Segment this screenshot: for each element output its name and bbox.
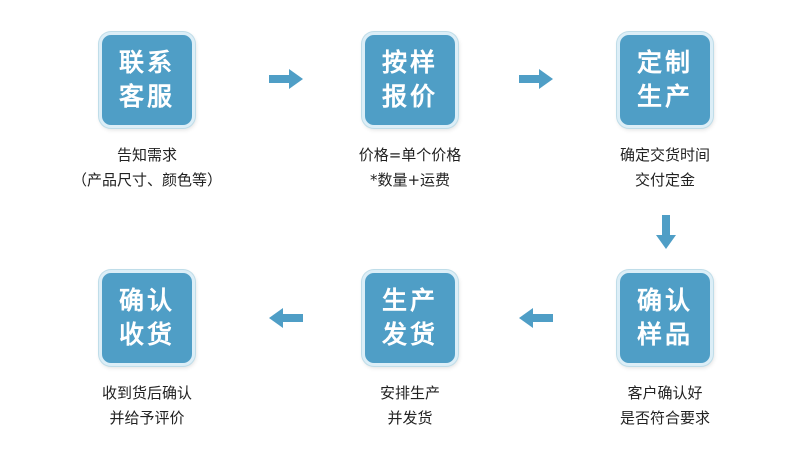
step-produce-ship-box: 生产 发货: [362, 270, 458, 366]
step-desc-line: 交付定金: [634, 171, 695, 189]
step-title-line: 收货: [118, 320, 175, 349]
step-desc-line: 并给予评价: [109, 409, 185, 427]
step-title-line: 报价: [381, 82, 438, 111]
step-desc-line: 收到货后确认: [101, 384, 192, 402]
step-title-line: 生产: [636, 82, 693, 111]
step-title-line: 客服: [118, 82, 175, 111]
step-desc-line: （产品尺寸、颜色等）: [71, 171, 222, 189]
step-custom-production-desc: 确定交货时间 交付定金: [555, 143, 775, 193]
step-title-line: 定制: [636, 48, 693, 77]
step-contact-service-box: 联系 客服: [99, 32, 195, 128]
step-desc-line: 告知需求: [116, 146, 177, 164]
step-confirm-sample-desc: 客户确认好 是否符合要求: [555, 381, 775, 431]
step-confirm-receipt-desc: 收到货后确认 并给予评价: [37, 381, 257, 431]
step-desc-line: 安排生产: [379, 384, 440, 402]
step-quote-box: 按样 报价: [362, 32, 458, 128]
step-desc-line: 价格=单个价格: [358, 146, 462, 164]
step-quote-desc: 价格=单个价格 *数量+运费: [300, 143, 520, 193]
step-confirm-receipt-box: 确认 收货: [99, 270, 195, 366]
arrow-right-icon: [269, 69, 303, 89]
step-title-line: 确认: [636, 286, 693, 315]
step-desc-line: 是否符合要求: [619, 409, 710, 427]
arrow-left-icon: [519, 308, 553, 328]
arrow-right-icon: [519, 69, 553, 89]
step-title-line: 按样: [381, 48, 438, 77]
step-contact-service-desc: 告知需求 （产品尺寸、颜色等）: [37, 143, 257, 193]
step-confirm-sample-box: 确认 样品: [617, 270, 713, 366]
step-desc-line: 并发货: [387, 409, 433, 427]
step-produce-ship-desc: 安排生产 并发货: [300, 381, 520, 431]
arrow-down-icon: [656, 215, 676, 249]
step-custom-production-box: 定制 生产: [617, 32, 713, 128]
step-title-line: 生产: [381, 286, 438, 315]
step-desc-line: *数量+运费: [369, 171, 451, 189]
step-title-line: 发货: [381, 320, 438, 349]
step-title-line: 联系: [118, 48, 175, 77]
step-title-line: 样品: [636, 320, 693, 349]
step-title-line: 确认: [118, 286, 175, 315]
step-desc-line: 客户确认好: [627, 384, 703, 402]
arrow-left-icon: [269, 308, 303, 328]
step-desc-line: 确定交货时间: [619, 146, 710, 164]
